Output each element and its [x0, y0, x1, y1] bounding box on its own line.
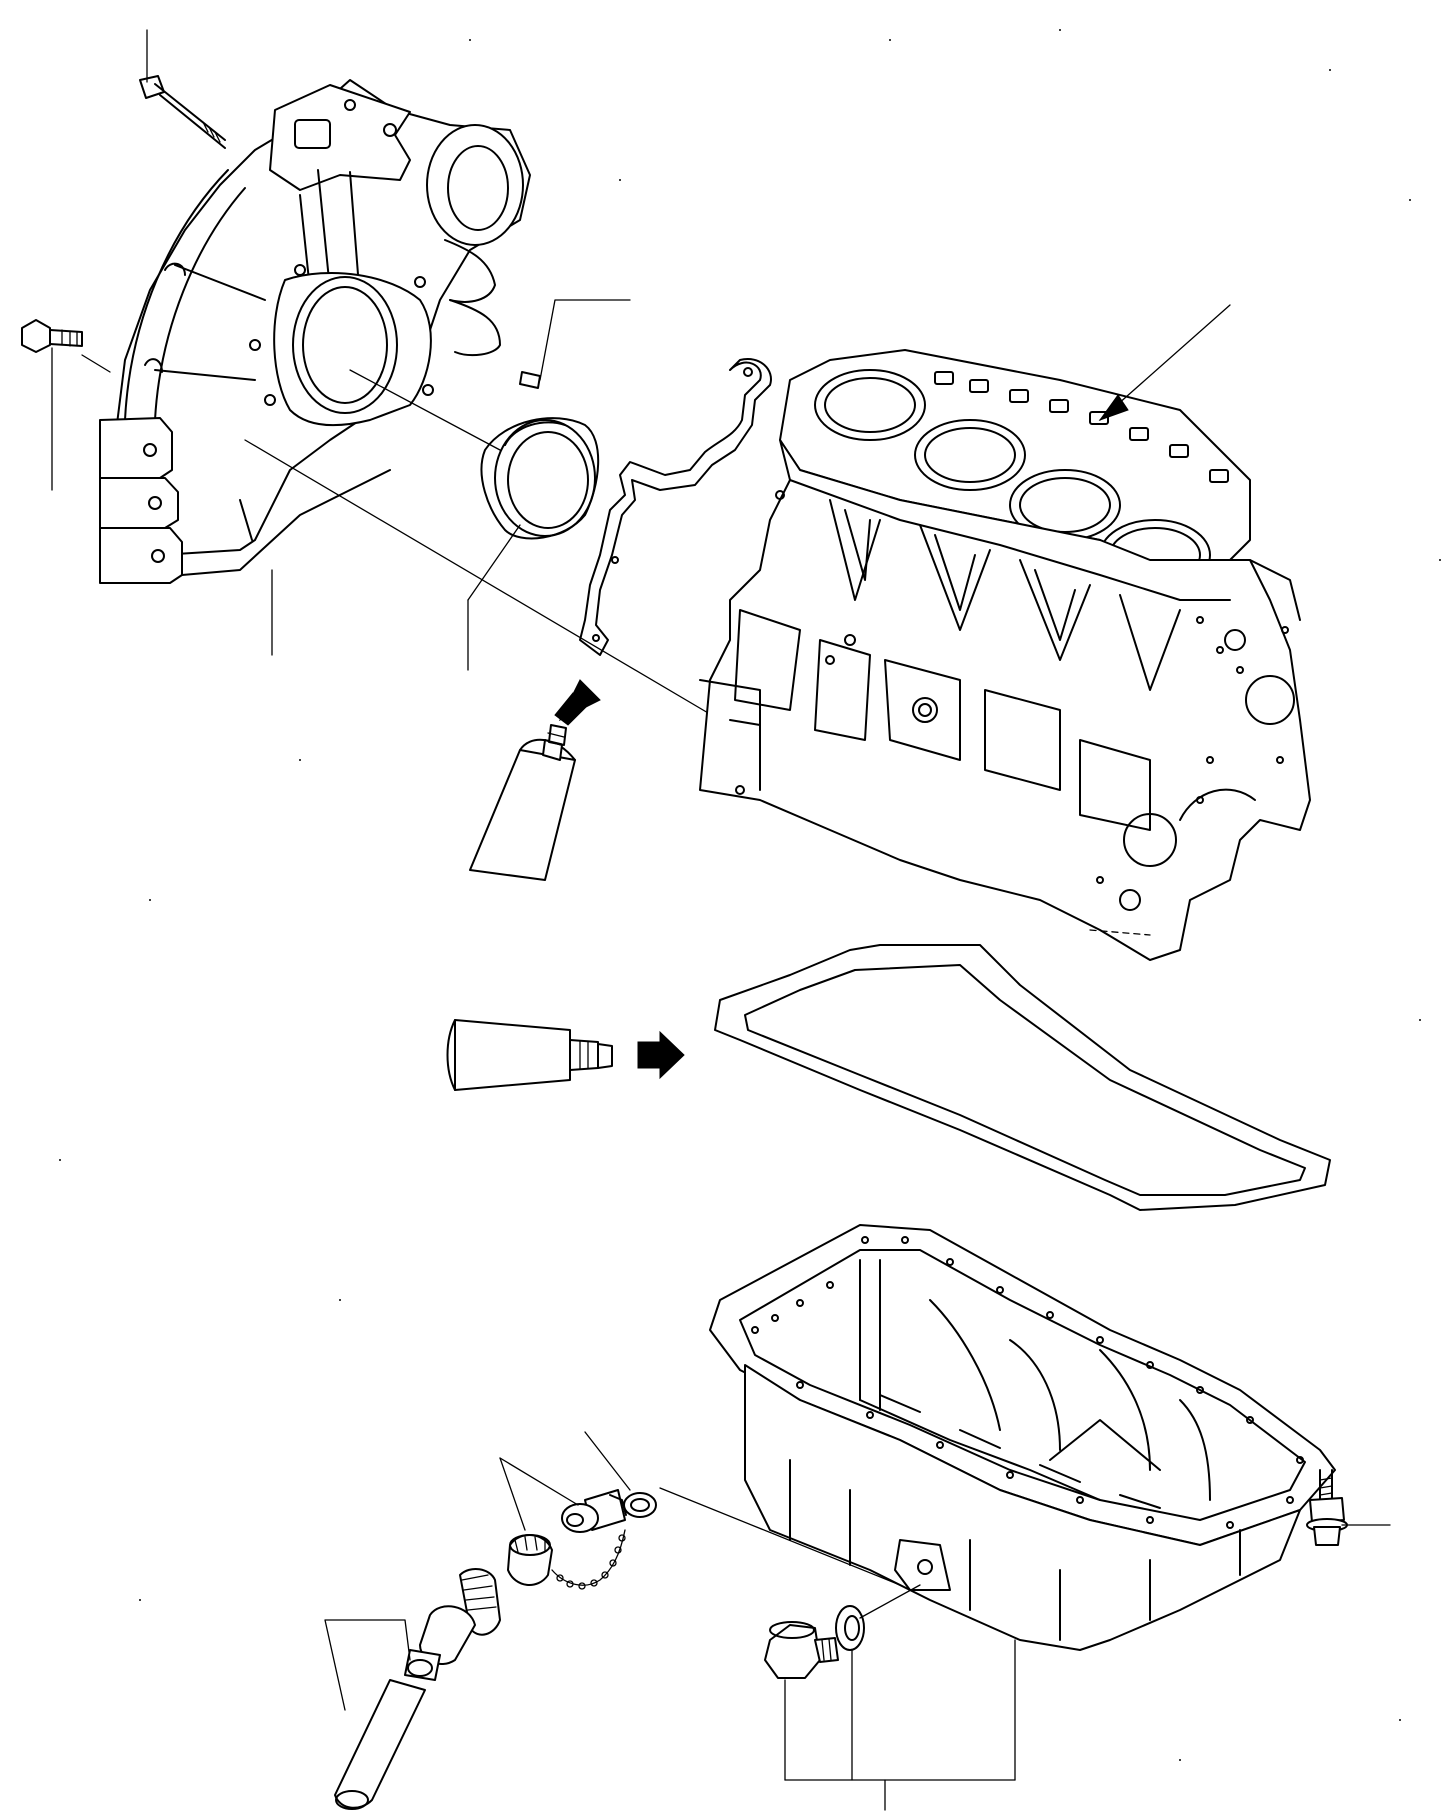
- leader-line-dowel: [539, 299, 631, 381]
- housing-bolt-left: [21, 319, 83, 353]
- drain-cap: [507, 1529, 626, 1590]
- alignment-line-housing: [244, 439, 721, 721]
- drain-valve-seal: [623, 1492, 657, 1518]
- drain-plug: [764, 1621, 839, 1679]
- leader-line-hose: [324, 1619, 411, 1711]
- flywheel-housing: [99, 79, 531, 584]
- leader-line-cap: [499, 1457, 526, 1531]
- sealant-tube-upper: [469, 724, 576, 881]
- leader-line-bolt-left-axis: [81, 354, 111, 373]
- leader-line-valve-seal: [584, 1431, 631, 1491]
- oil-pan: [709, 1224, 1336, 1651]
- bracket-lines-bottom: [784, 1639, 1016, 1811]
- housing-bolt-top: [139, 75, 226, 149]
- rear-plate-gasket: [579, 358, 772, 656]
- arrow-to-gasket-lower: [637, 1030, 685, 1080]
- drain-washer: [835, 1605, 865, 1651]
- leader-line-seal-angled: [467, 524, 521, 601]
- block-arrowhead: [1098, 394, 1129, 422]
- rear-oil-seal: [480, 417, 600, 540]
- dowel-pin: [519, 371, 541, 389]
- leader-line-drain-boss: [859, 1584, 921, 1619]
- oil-pan-gasket: [714, 944, 1331, 1211]
- arrow-to-gasket-upper: [554, 679, 601, 726]
- pan-bolt: [1306, 1469, 1348, 1546]
- drain-valve: [561, 1489, 627, 1533]
- drain-hose: [334, 1568, 501, 1810]
- sealant-tube-lower: [446, 1019, 613, 1091]
- cylinder-block: [699, 349, 1311, 961]
- alignment-line-valve: [659, 1487, 901, 1586]
- leader-line-valve: [499, 1457, 579, 1506]
- scan-specks: [59, 29, 1441, 1761]
- alignment-line-seal: [349, 369, 501, 451]
